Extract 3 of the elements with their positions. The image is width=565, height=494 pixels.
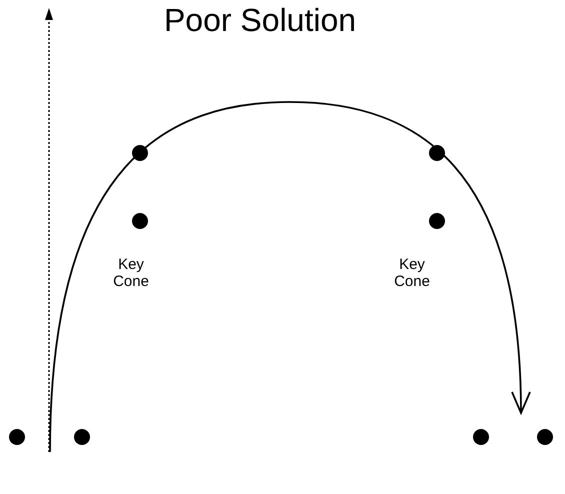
cone-label: Key Cone (393, 256, 431, 290)
cone-label: Key Cone (112, 256, 150, 290)
title: Poor Solution (162, 2, 358, 39)
